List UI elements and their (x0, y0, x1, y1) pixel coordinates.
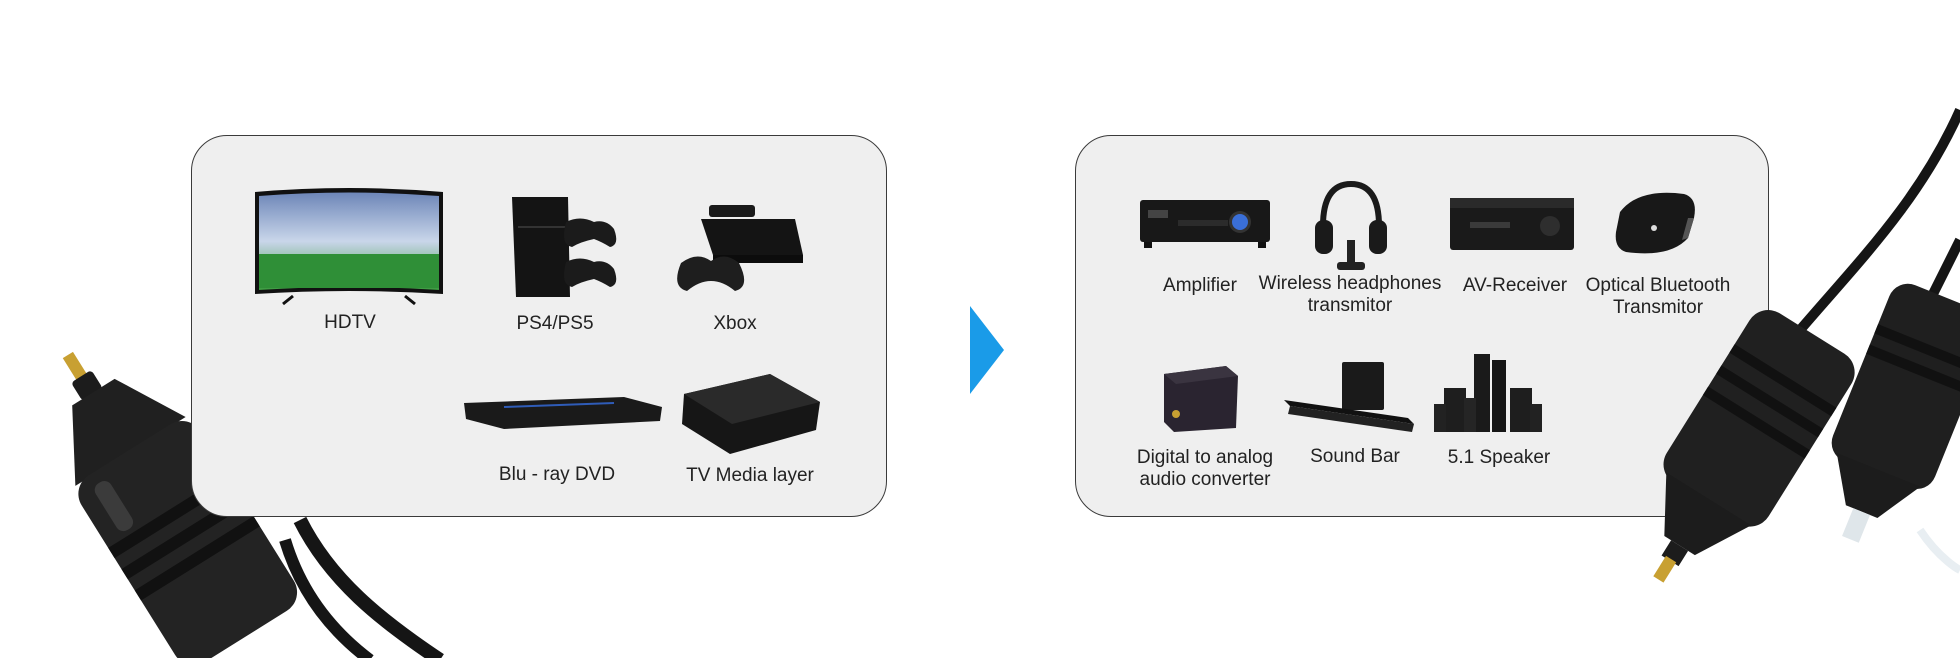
bluray-player-icon (464, 397, 662, 429)
label-xbox: Xbox (713, 313, 757, 334)
device-mediaplayer (680, 374, 822, 456)
speaker-system-icon (1434, 354, 1542, 432)
device-dac (1162, 364, 1240, 434)
label-bluray: Blu - ray DVD (498, 464, 616, 485)
device-hdtv (253, 188, 445, 308)
device-xbox (673, 205, 803, 297)
device-ps (510, 197, 620, 301)
device-bt-transmitter (1614, 188, 1698, 258)
dac-converter-icon (1164, 366, 1238, 432)
label-amplifier: Amplifier (1163, 275, 1237, 296)
label-avreceiver: AV-Receiver (1462, 275, 1568, 296)
device-amplifier (1140, 200, 1270, 248)
label-mediaplayer: TV Media layer (686, 465, 814, 486)
bluetooth-transmitter-icon (1615, 192, 1695, 254)
label-soundbar: Sound Bar (1310, 446, 1400, 467)
device-bluray (464, 397, 662, 431)
device-soundbar (1282, 360, 1416, 440)
playstation-icon (512, 197, 617, 297)
amplifier-icon (1140, 200, 1270, 248)
soundbar-icon (1284, 362, 1414, 432)
label-speaker: 5.1 Speaker (1447, 447, 1551, 468)
xbox-icon (677, 205, 803, 291)
label-hdtv: HDTV (324, 312, 376, 333)
optical-cable-icon (62, 351, 444, 658)
device-avreceiver (1450, 198, 1574, 252)
optical-cable-icon (1653, 107, 1960, 583)
hdtv-icon (255, 188, 443, 306)
arrow-right-icon (970, 306, 1004, 394)
label-dac: Digital to analog audio converter (1136, 447, 1274, 490)
device-headphones (1313, 180, 1389, 270)
media-player-icon (682, 374, 820, 454)
label-ps: PS4/PS5 (516, 313, 594, 334)
label-headphones: Wireless headphones transmitor (1258, 273, 1442, 316)
device-speaker (1434, 354, 1542, 434)
av-receiver-icon (1450, 198, 1574, 250)
headphones-icon (1315, 180, 1387, 270)
label-bt-transmitter: Optical Bluetooth Transmitor (1585, 275, 1731, 318)
